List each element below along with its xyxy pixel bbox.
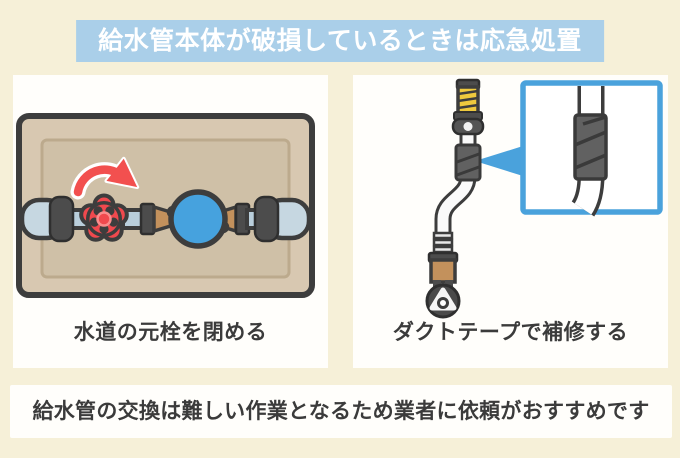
ribbed-hose-section: [432, 231, 454, 254]
footer-note: 給水管の交換は難しい作業となるため業者に依頼がおすすめです: [10, 385, 672, 438]
pipe-collar-right: [253, 195, 280, 243]
duct-tape-zoomed-icon: [573, 113, 608, 181]
pipe-fitting-left: [139, 202, 156, 236]
water-meter-icon: [166, 189, 230, 249]
duct-tape-pipe-illustration: [425, 78, 663, 319]
duct-tape-icon: [454, 143, 482, 182]
panels-row: 水道の元栓を閉める: [13, 75, 668, 368]
panel-duct-tape-repair: ダクトテープで補修する: [353, 75, 668, 368]
banner-title: 給水管本体が破損しているときは応急処置: [76, 20, 604, 62]
main-valve-icon: [79, 193, 129, 242]
valve-wheel-icon: [425, 283, 461, 319]
stop-valve: [425, 251, 461, 319]
panel-close-main-valve: 水道の元栓を閉める: [13, 75, 328, 368]
pipe-collar-left: [48, 195, 75, 243]
threaded-fitting: [451, 78, 485, 136]
magnifier-inset: [520, 80, 663, 217]
caption-duct-tape-repair: ダクトテープで補修する: [392, 321, 629, 344]
water-meter-box-illustration: [16, 113, 315, 298]
rotate-arrow-icon: [70, 156, 140, 200]
caption-close-main-valve: 水道の元栓を閉める: [73, 321, 268, 344]
callout-wedge: [475, 146, 523, 176]
